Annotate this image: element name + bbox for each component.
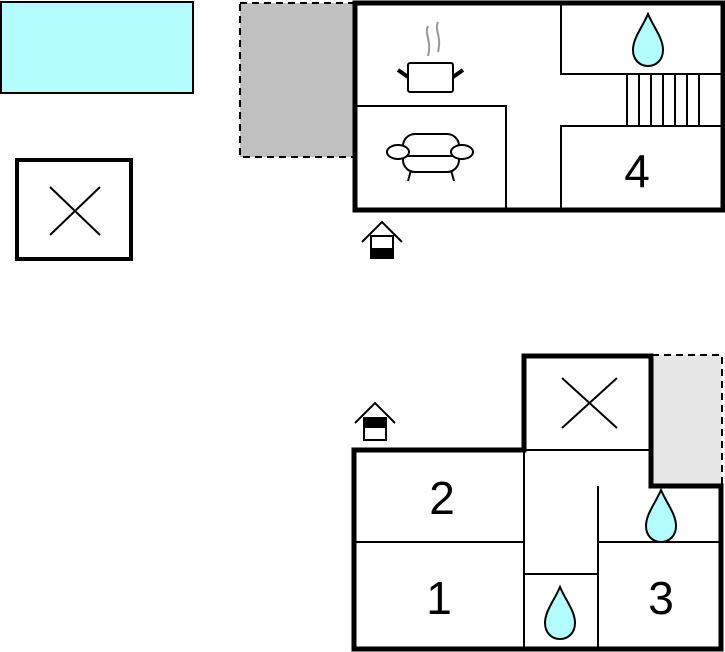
kitchen-pot-icon (396, 21, 465, 93)
room-label-2: 2 (429, 472, 455, 524)
outbuilding-x-icon (561, 377, 618, 429)
top-house: 4 (352, 0, 725, 213)
terrace (651, 354, 723, 486)
sofa-icon (386, 133, 474, 182)
room-label-4: 4 (624, 145, 650, 197)
outbuilding (15, 158, 133, 261)
terrace (239, 2, 355, 158)
bottom-house: 2 1 3 (351, 353, 724, 652)
room-label-3: 3 (648, 572, 674, 624)
pool (0, 1, 194, 94)
stairs-icon (626, 75, 700, 126)
entrance-icon (361, 220, 403, 259)
room-label-1: 1 (426, 572, 452, 624)
entrance-icon (354, 401, 396, 441)
